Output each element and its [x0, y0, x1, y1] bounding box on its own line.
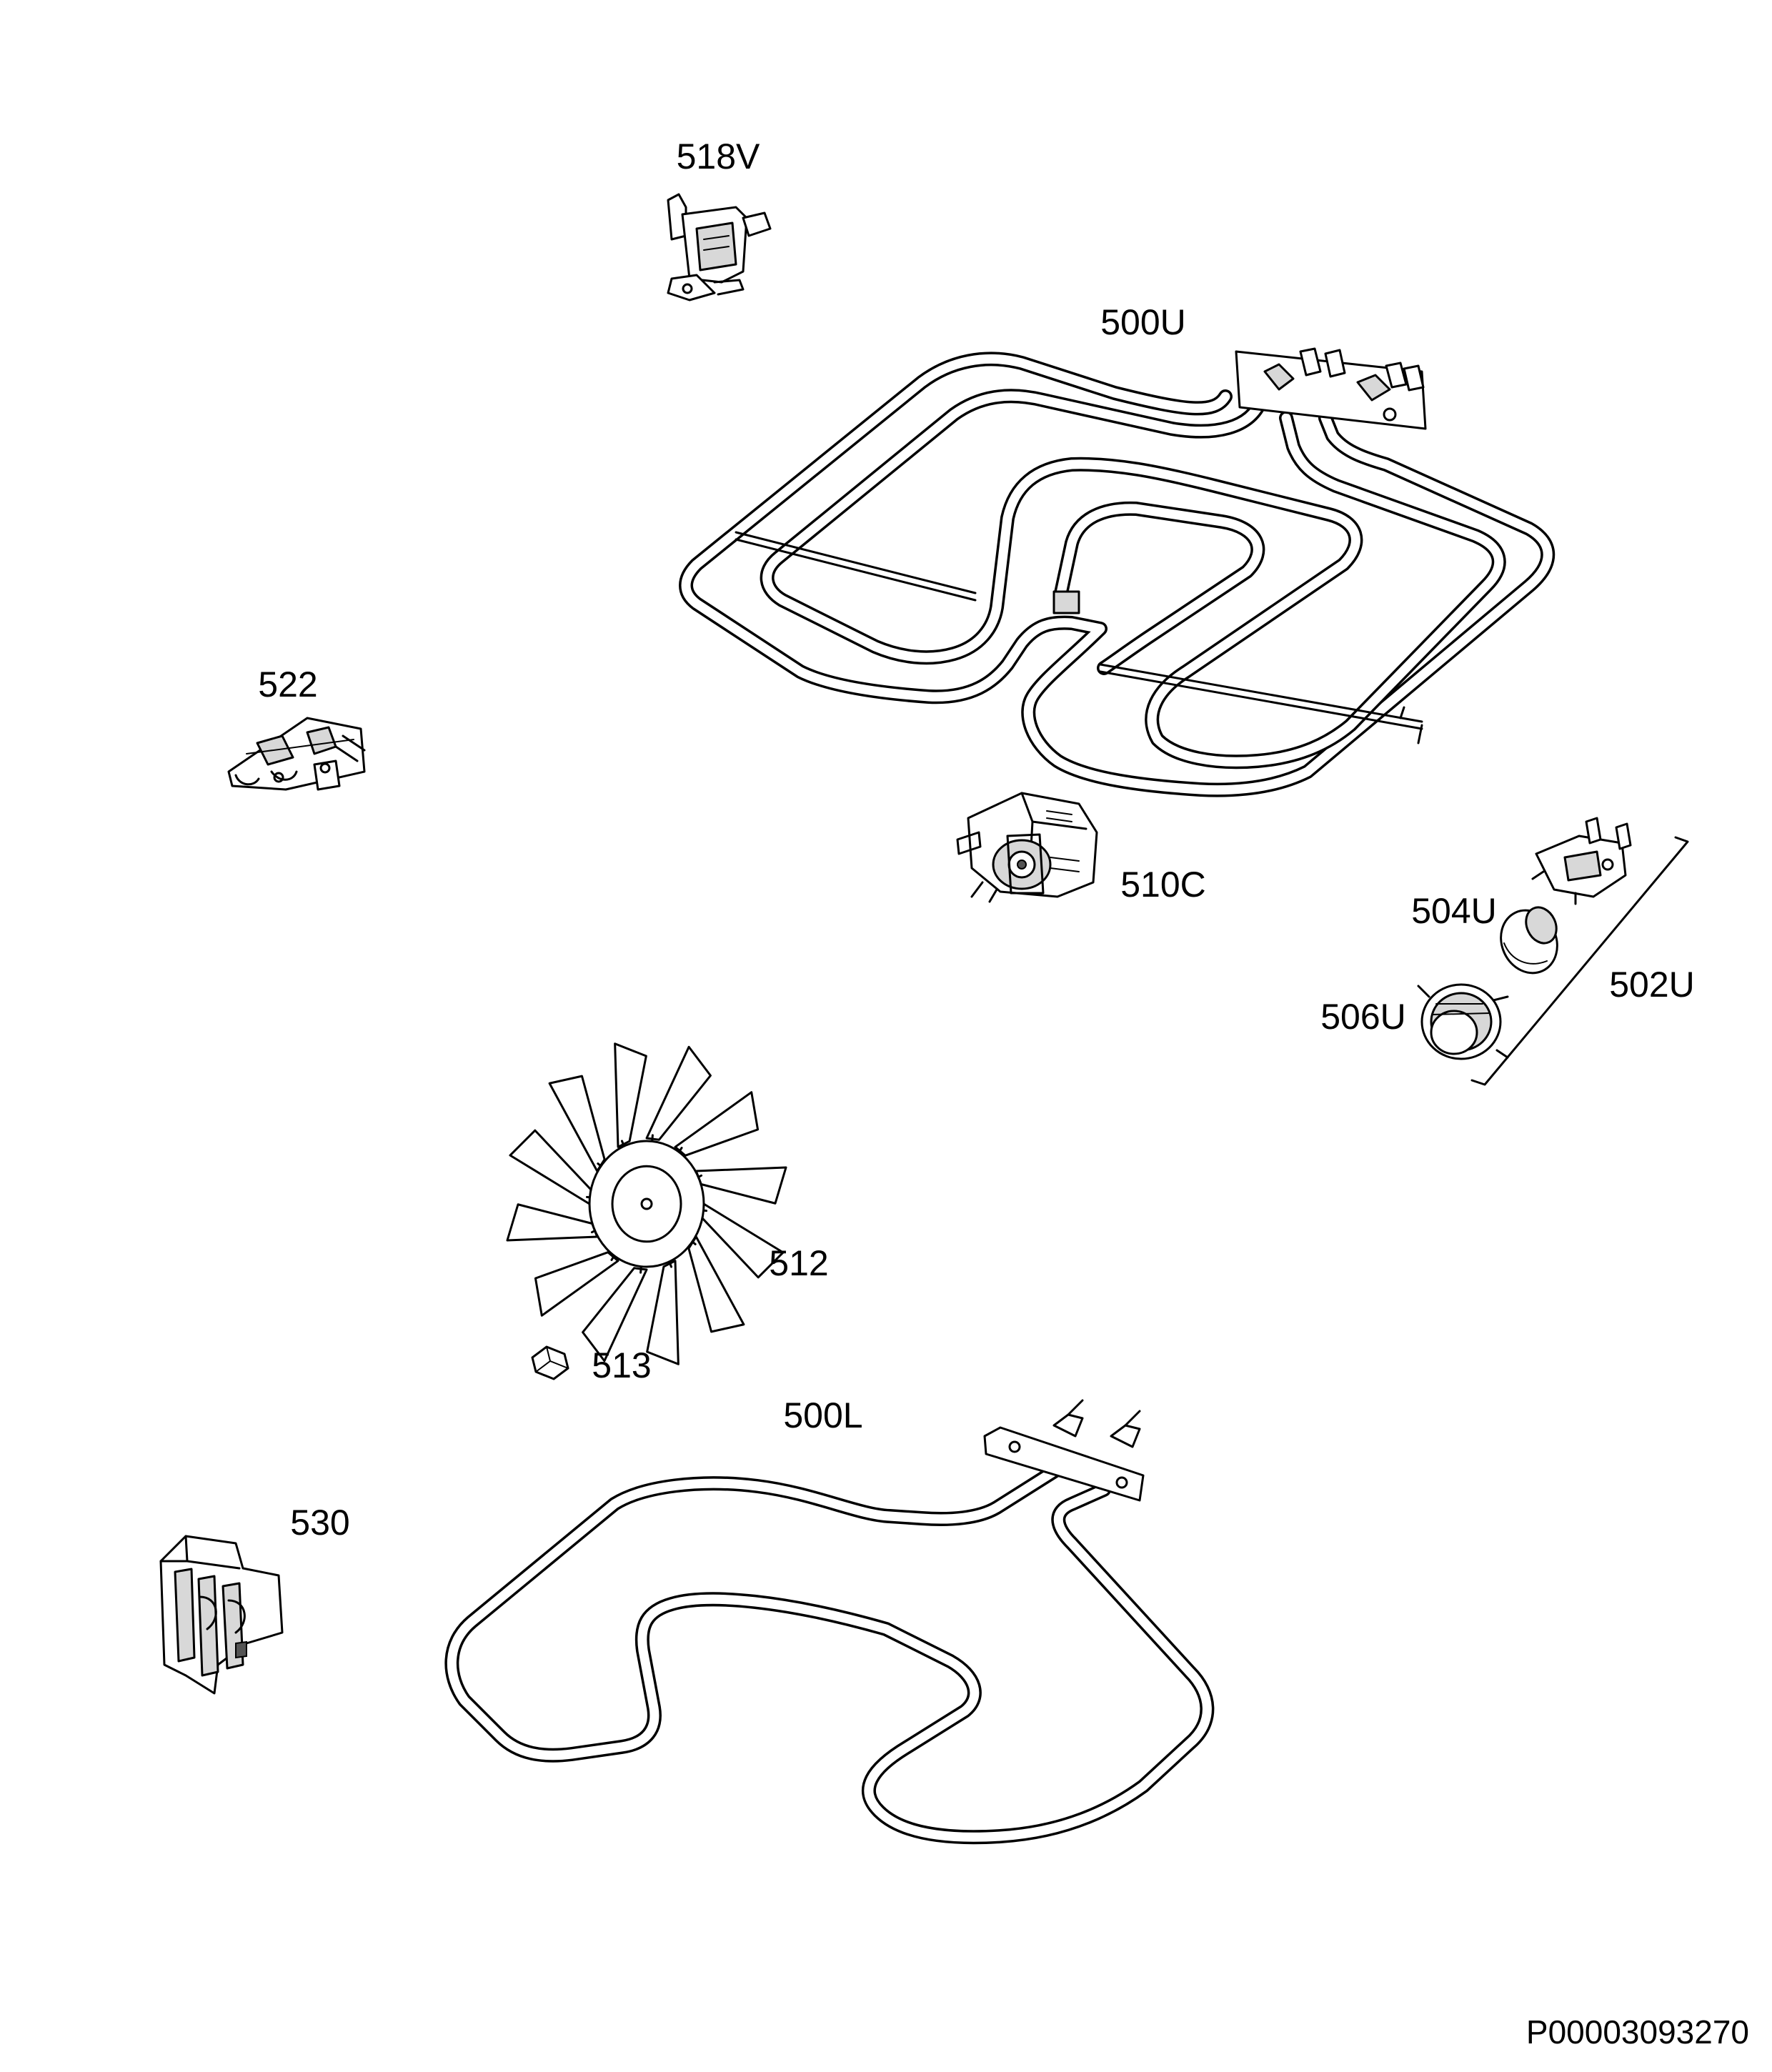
fan-blade-vane	[506, 1203, 599, 1242]
thermostat-icon	[667, 193, 772, 302]
fan-blade-vane	[582, 1267, 648, 1363]
fan-blade-icon	[506, 1042, 787, 1365]
fan-blade-vane	[646, 1260, 680, 1365]
part-label-530: 530	[290, 1503, 349, 1543]
fan-blade-vane	[695, 1166, 787, 1205]
part-label-506u: 506U	[1320, 997, 1406, 1037]
part-label-500l: 500L	[783, 1395, 862, 1435]
part-label-504u: 504U	[1411, 891, 1497, 931]
fan-blade-hub	[611, 1165, 682, 1243]
lamp-assembly-bracket-icon	[1470, 817, 1689, 1086]
document-id: P00003093270	[1526, 2013, 1749, 2051]
part-label-510c: 510C	[1120, 865, 1206, 905]
part-label-513: 513	[592, 1345, 651, 1385]
part-label-522: 522	[258, 664, 317, 704]
part-label-518v: 518V	[677, 136, 760, 176]
fan-blade-vane	[674, 1091, 760, 1157]
fan-blade-shaft-hole	[640, 1197, 653, 1210]
lamp-cover-icon	[1417, 983, 1509, 1060]
fan-blade-vane	[614, 1042, 647, 1148]
fan-blade-vane	[534, 1251, 619, 1317]
connector-icon	[159, 1535, 284, 1695]
upper-heating-element-icon	[679, 347, 1556, 797]
part-label-502u: 502U	[1609, 965, 1695, 1005]
nut-icon	[531, 1345, 569, 1380]
lamp-bulb-icon	[1500, 906, 1558, 975]
fan-blade-vane	[645, 1045, 712, 1141]
fan-motor-icon	[956, 792, 1098, 903]
terminal-block-icon	[227, 717, 366, 791]
fan-blade-vane	[509, 1129, 592, 1205]
lower-heating-element-icon	[444, 1399, 1215, 1845]
part-label-512: 512	[769, 1243, 828, 1283]
part-label-500u: 500U	[1100, 302, 1186, 342]
